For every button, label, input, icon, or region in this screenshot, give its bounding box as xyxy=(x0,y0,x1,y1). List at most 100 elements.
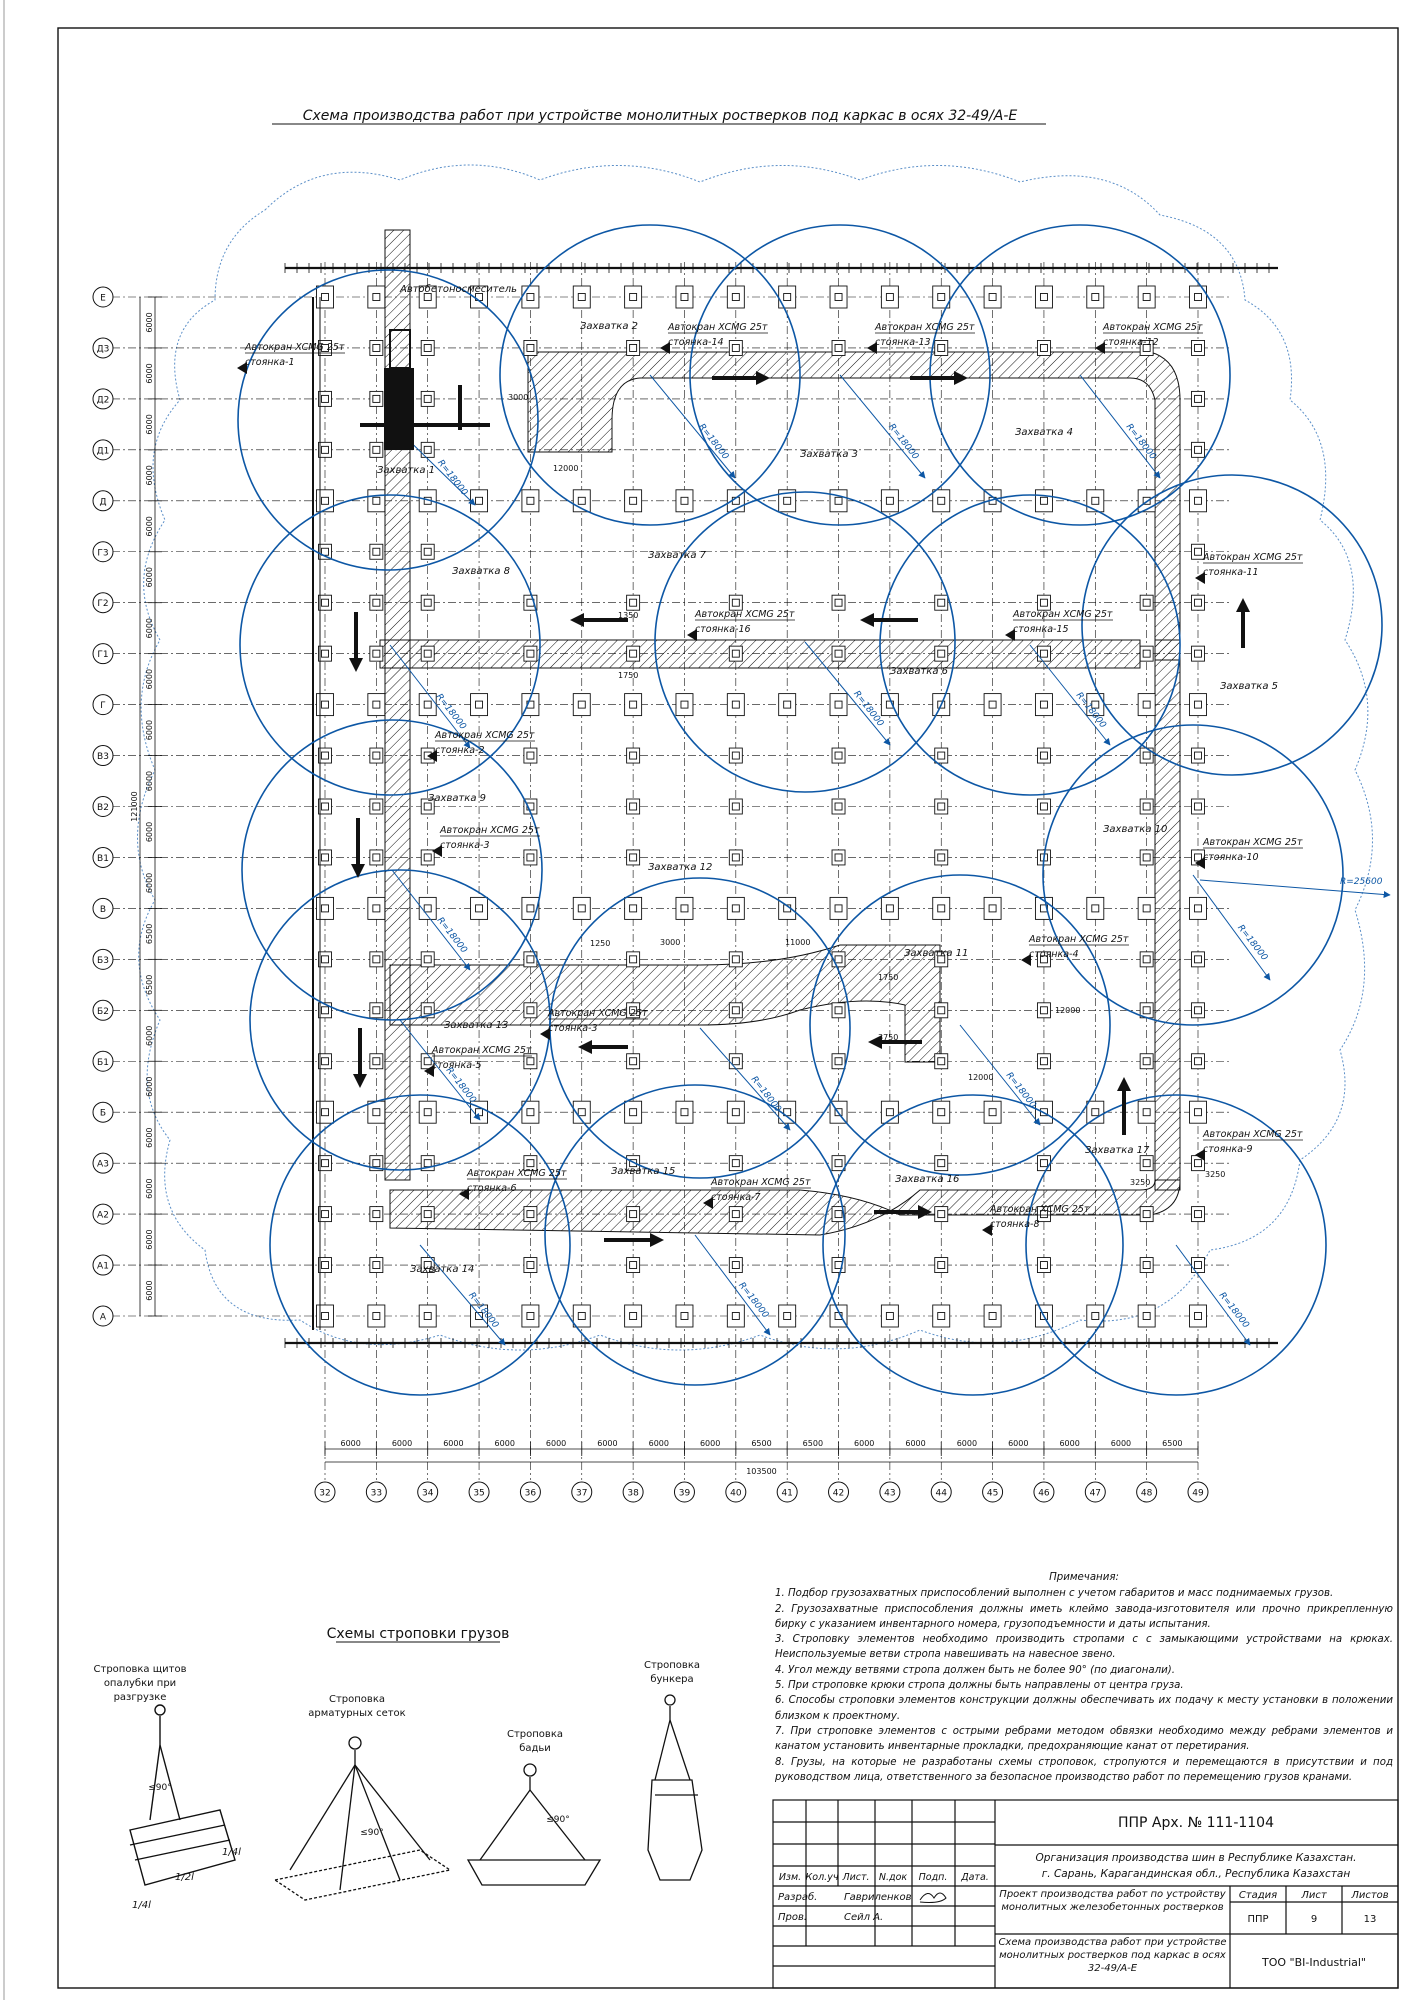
row-axis-bubble xyxy=(92,490,114,512)
pile-cap-column xyxy=(321,1210,329,1219)
pile-cap-column xyxy=(1142,293,1151,301)
pile-cap-column xyxy=(731,802,740,811)
col-axis-bubble xyxy=(673,1481,695,1503)
pile-cap-column xyxy=(423,1057,432,1066)
pile-cap xyxy=(572,1100,591,1124)
pile-cap xyxy=(1191,1257,1205,1274)
row-axis-label: Е xyxy=(100,294,106,304)
pile-cap xyxy=(1189,1100,1207,1124)
pile-cap-column xyxy=(834,293,843,301)
crane-stand-label: стоянка-12 xyxy=(1103,337,1159,348)
stamp-col-koluch: Кол.уч xyxy=(806,1872,839,1883)
pile-cap xyxy=(1191,594,1205,611)
pile-cap-column xyxy=(1194,445,1202,454)
pile-cap xyxy=(675,285,694,309)
pile-cap-column xyxy=(577,293,586,301)
sling-angle-2: ≤90° xyxy=(360,1828,384,1838)
row-axis-label: В3 xyxy=(97,752,109,762)
pile-cap-column xyxy=(321,1108,329,1117)
pile-cap xyxy=(1137,896,1156,920)
pile-cap-column xyxy=(1194,1159,1202,1168)
pile-cap-column xyxy=(372,1006,381,1015)
pile-cap-column xyxy=(680,904,689,913)
pile-cap xyxy=(626,1257,641,1274)
pile-cap xyxy=(778,489,797,513)
row-axis-bubble xyxy=(92,643,114,665)
crane-stand-flag xyxy=(540,1028,550,1040)
radius-leader xyxy=(959,1024,1041,1126)
pile-cap xyxy=(572,896,591,920)
pile-cap xyxy=(675,1100,694,1124)
col-axis-label: 32 xyxy=(319,1489,330,1499)
pile-cap xyxy=(1139,849,1154,866)
sheets-value: 13 xyxy=(1364,1914,1377,1925)
radius-leader xyxy=(694,1234,771,1336)
row-axis-bubble xyxy=(92,1305,114,1327)
col-axis-label: 48 xyxy=(1141,1489,1153,1499)
pile-cap-column xyxy=(1039,955,1048,964)
pile-cap-column xyxy=(1091,904,1100,913)
col-axis-bubble xyxy=(365,1481,387,1503)
pile-cap-column xyxy=(372,751,381,760)
pile-cap xyxy=(420,441,435,458)
row-axis-label: А3 xyxy=(97,1160,109,1170)
stamp-col-ndok: N.док xyxy=(879,1872,908,1883)
pile-cap xyxy=(521,285,540,309)
pile-cap xyxy=(726,1304,745,1328)
pile-cap-column xyxy=(1091,293,1100,301)
stage-value: ППР xyxy=(1247,1914,1268,1925)
pile-cap xyxy=(624,693,643,717)
crane-label: Автокран XCMG 25т xyxy=(1202,1129,1303,1140)
misc-dim-text: 1750 xyxy=(878,973,898,982)
radius-leader xyxy=(1079,374,1161,479)
name-developer: Гавриленков xyxy=(844,1892,912,1903)
crane-stand-flag xyxy=(427,750,437,762)
row-dim-text: 6500 xyxy=(145,975,154,995)
pile-cap-column xyxy=(1194,394,1202,403)
crane-stand-flag xyxy=(660,342,670,354)
row-dim-text: 6000 xyxy=(145,1280,154,1300)
crane-stand-label: стоянка-14 xyxy=(668,337,724,348)
misc-dim-text: 1250 xyxy=(590,939,610,948)
row-axis-bubble xyxy=(92,1254,114,1276)
pile-cap xyxy=(418,1100,437,1124)
pile-cap xyxy=(316,1304,334,1328)
pile-cap-column xyxy=(731,700,740,709)
pile-cap-column xyxy=(372,1159,381,1168)
pile-cap xyxy=(418,285,437,309)
pile-cap-column xyxy=(731,598,740,607)
row-axis-label: Г3 xyxy=(97,548,108,558)
pile-cap xyxy=(728,951,743,968)
pile-cap-column xyxy=(423,1210,432,1219)
col-axis-label: 37 xyxy=(576,1489,587,1499)
pile-cap-column xyxy=(731,1108,740,1117)
pile-cap xyxy=(1034,285,1053,309)
col-axis-label: 35 xyxy=(473,1489,484,1499)
pile-cap xyxy=(1086,285,1105,309)
pile-cap xyxy=(626,645,641,662)
pile-cap xyxy=(934,645,949,662)
zone-label: Захватка 14 xyxy=(410,1264,474,1275)
pile-cap xyxy=(675,489,694,513)
pile-cap-column xyxy=(731,853,740,862)
pile-cap xyxy=(1139,1257,1154,1274)
structural-grid: ЕД3Д2Д1ДГ3Г2Г1ГВ3В2В1ВБ3Б2Б1БА3А2А1А6000… xyxy=(92,262,1230,1503)
col-axis-label: 41 xyxy=(781,1489,792,1499)
pile-cap-column xyxy=(1142,1210,1151,1219)
row-dim-text: 6000 xyxy=(145,465,154,485)
pile-cap-column xyxy=(577,904,586,913)
zone-label: Захватка 12 xyxy=(648,862,712,873)
pile-cap xyxy=(367,489,386,513)
pile-cap-column xyxy=(526,1108,535,1117)
zone-label: Захватка 6 xyxy=(890,666,948,677)
row-axis-bubble xyxy=(92,439,114,461)
pile-cap-column xyxy=(937,751,946,760)
crane-label: Автокран XCMG 25т xyxy=(667,322,768,333)
pile-cap-column xyxy=(1039,700,1048,709)
pile-cap-column xyxy=(937,649,946,658)
pile-cap-column xyxy=(1194,1210,1202,1219)
pile-cap-column xyxy=(526,1210,535,1219)
pile-cap xyxy=(829,1304,848,1328)
pile-cap xyxy=(369,1206,384,1223)
